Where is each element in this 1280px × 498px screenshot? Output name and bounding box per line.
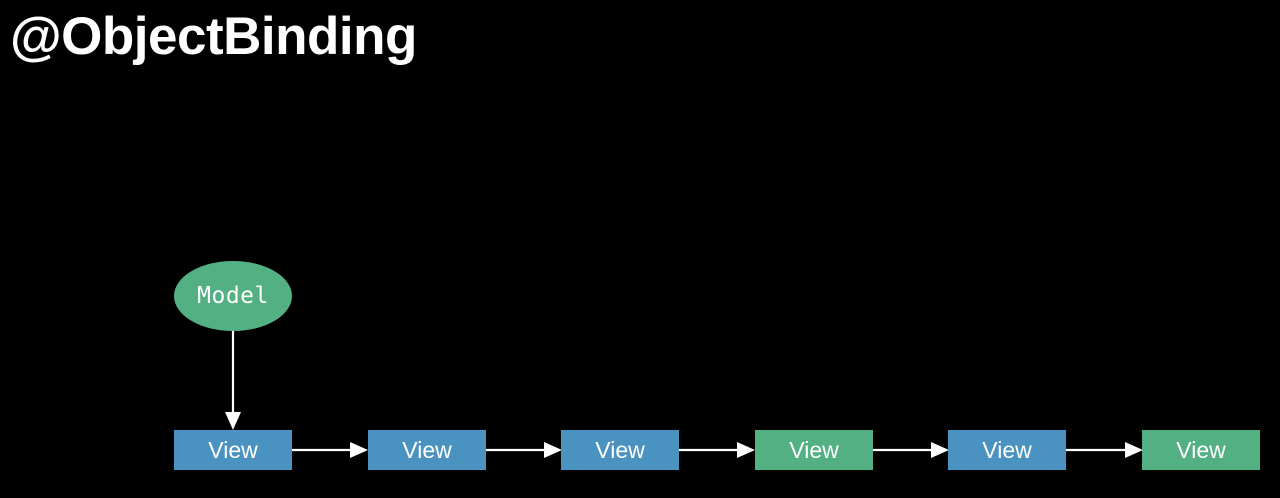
node-view-4[interactable]: View [755, 430, 873, 470]
node-view-1[interactable]: View [174, 430, 292, 470]
connector-view1-to-view2 [292, 442, 368, 458]
node-view-3[interactable]: View [561, 430, 679, 470]
node-view-2-label: View [402, 436, 452, 463]
page-title: @ObjectBinding [10, 7, 417, 66]
node-view-6-label: View [1176, 436, 1226, 463]
connector-view4-to-view5 [873, 442, 949, 458]
node-model-label: Model [197, 283, 269, 309]
node-view-4-label: View [789, 436, 839, 463]
node-view-2[interactable]: View [368, 430, 486, 470]
connector-view5-to-view6 [1066, 442, 1143, 458]
node-view-5[interactable]: View [948, 430, 1066, 470]
node-view-5-label: View [982, 436, 1032, 463]
node-view-1-label: View [208, 436, 258, 463]
connector-model-to-view1 [225, 330, 241, 430]
node-view-6[interactable]: View [1142, 430, 1260, 470]
node-model[interactable]: Model [174, 261, 292, 331]
connector-view2-to-view3 [486, 442, 562, 458]
connector-view3-to-view4 [679, 442, 755, 458]
node-view-3-label: View [595, 436, 645, 463]
